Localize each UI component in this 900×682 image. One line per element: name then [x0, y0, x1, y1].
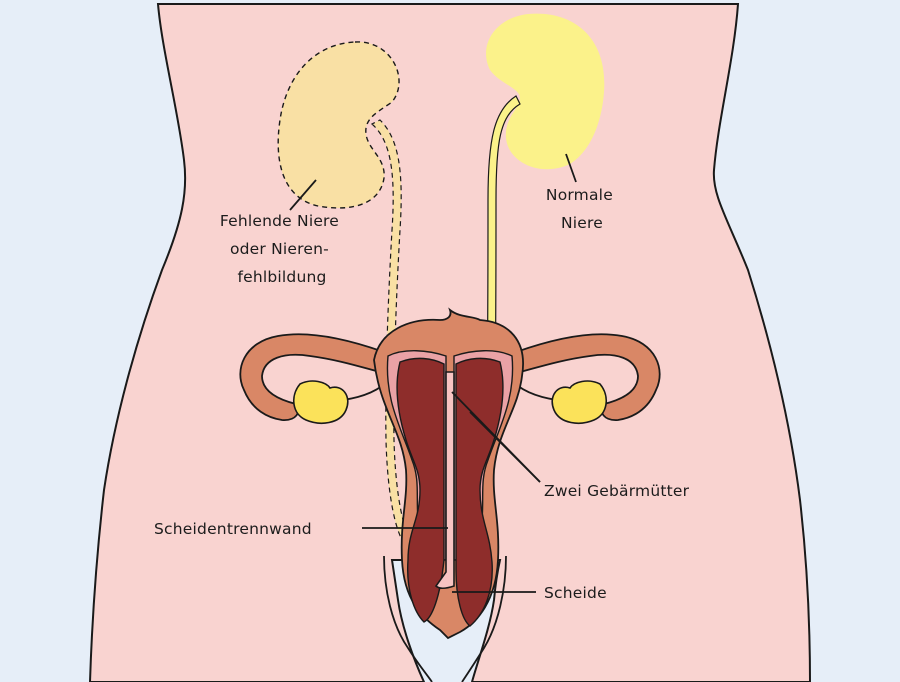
- label-vagina: Scheide: [544, 584, 607, 602]
- label-missing-kidney: Fehlende Niere oder Nieren- fehlbildung: [220, 212, 344, 286]
- ovary-right: [552, 381, 606, 423]
- label-two-uteri: Zwei Gebärmütter: [544, 482, 690, 500]
- ovary-left: [294, 381, 348, 423]
- label-vaginal-septum: Scheidentrennwand: [154, 520, 312, 538]
